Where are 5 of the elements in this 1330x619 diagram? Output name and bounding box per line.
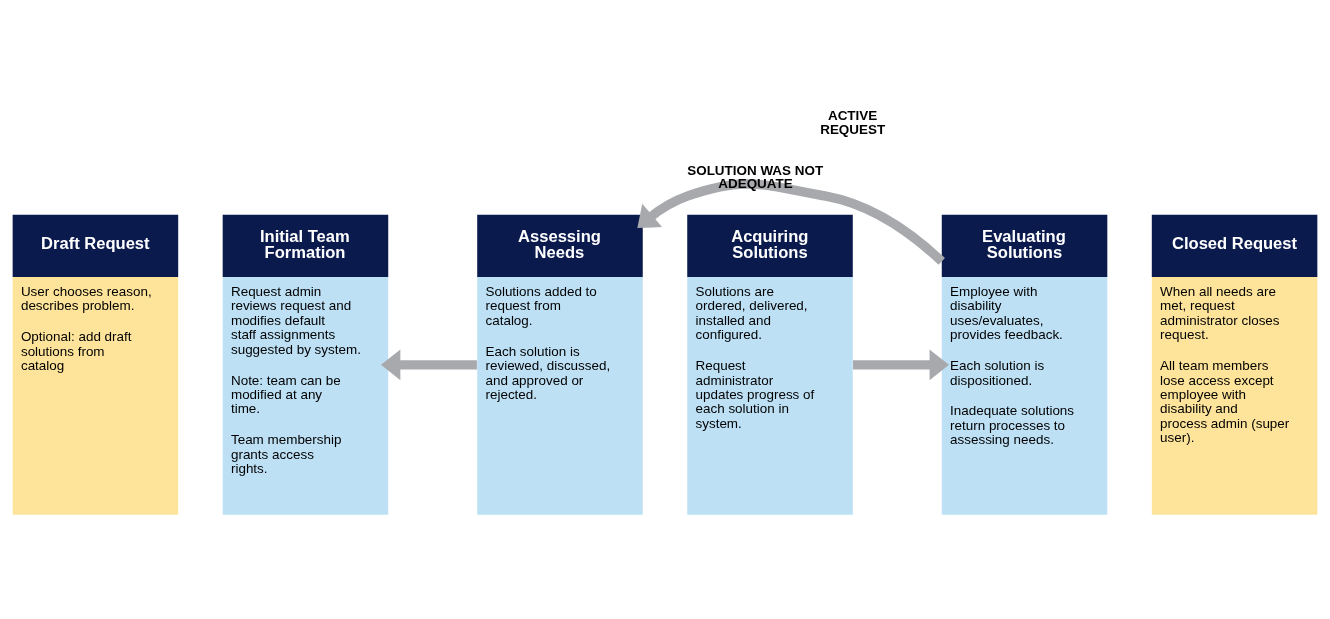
label: ACTIVE REQUEST (820, 107, 886, 136)
arrow (637, 178, 945, 265)
edge-label: SOLUTION WAS NOT ADEQUATE (687, 162, 824, 191)
arrow (853, 349, 949, 380)
arrow (380, 349, 477, 380)
